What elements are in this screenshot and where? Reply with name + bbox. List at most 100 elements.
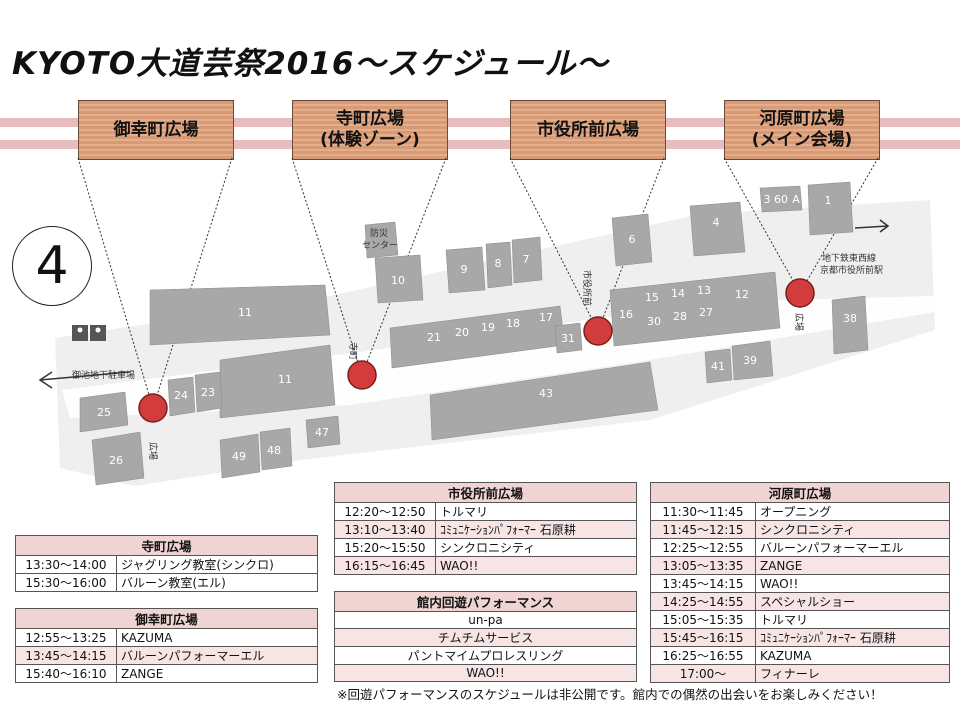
time-cell: 15:05～15:35 <box>650 610 756 629</box>
time-cell: 12:55～13:25 <box>15 628 117 647</box>
north-compass-icon: 4 <box>12 226 92 306</box>
act-cell: ジャグリング教室(シンクロ) <box>116 555 318 574</box>
block-bousai <box>364 221 399 259</box>
table-row: 12:25～12:55 バルーンパフォーマーエル <box>650 538 950 557</box>
time-cell: 16:25～16:55 <box>650 646 756 665</box>
block-number: 47 <box>315 426 329 439</box>
block-number: 21 <box>427 331 441 344</box>
block-number: 39 <box>743 354 757 367</box>
left-arrow-icon <box>39 371 131 381</box>
marker-kawaramachi <box>785 278 815 308</box>
block-numbers: 11 11 25 24 23 26 49 48 47 10 9 8 7 21 2… <box>97 193 857 467</box>
block-number: 26 <box>109 454 123 467</box>
block-number: A <box>792 193 800 206</box>
block-number: 30 <box>647 315 661 328</box>
block-24 <box>167 376 196 417</box>
time-cell: 14:25～14:55 <box>650 592 756 611</box>
block-9 <box>445 246 486 294</box>
table-header: 市役所前広場 <box>334 482 637 503</box>
block-number: 8 <box>495 257 502 270</box>
block-number: 25 <box>97 406 111 419</box>
schedule-table-shiyakusho: 市役所前広場 12:20～12:50 トルマリ 13:10～13:40 ｺﾐｭﾆ… <box>334 482 637 575</box>
bousai-label: 防災 <box>370 227 388 239</box>
block-number: 27 <box>699 306 713 319</box>
performer-cell: WAO!! <box>334 664 637 682</box>
block-number: 4 <box>713 216 720 229</box>
block-number: 14 <box>671 287 685 300</box>
block-number: 31 <box>561 332 575 345</box>
block-number: 24 <box>174 389 188 402</box>
time-cell: 15:40～16:10 <box>15 664 117 683</box>
block-39 <box>731 340 774 381</box>
block-number: 3 <box>764 193 771 206</box>
act-cell: バルーン教室(エル) <box>116 573 318 592</box>
table-header: 御幸町広場 <box>15 608 318 629</box>
venue-label-teramachi: 寺町広場 (体験ゾーン) <box>292 100 448 160</box>
block-number: 28 <box>673 310 687 323</box>
venue-name: 寺町広場 <box>336 109 404 129</box>
act-cell: フィナーレ <box>755 664 950 683</box>
act-cell: シンクロニシティ <box>755 520 950 539</box>
performer-cell: チムチムサービス <box>334 628 637 647</box>
time-cell: 13:45～14:15 <box>650 574 756 593</box>
table-row: 12:55～13:25 KAZUMA <box>15 628 318 647</box>
schedule-table-kawaramachi: 河原町広場 11:30～11:45 オープニング 11:45～12:15 シンク… <box>650 482 950 683</box>
right-arrow-head-icon <box>879 219 890 233</box>
act-cell: ZANGE <box>116 664 318 683</box>
act-cell: トルマリ <box>755 610 950 629</box>
venue-subtitle: (メイン会場) <box>751 130 853 150</box>
table-row: 15:45～16:15 ｺﾐｭﾆｹｰｼｮﾝﾊﾟﾌｫｰﾏｰ 石原耕 <box>650 628 950 647</box>
time-cell: 15:30～16:00 <box>15 573 117 592</box>
venue-label-shiyakusho: 市役所前広場 <box>510 100 666 160</box>
table-row: パントマイムプロレスリング <box>334 646 637 665</box>
table-row: 12:20～12:50 トルマリ <box>334 502 637 521</box>
time-cell: 13:05～13:35 <box>650 556 756 575</box>
block-23 <box>194 371 223 413</box>
block-number: 48 <box>267 444 281 457</box>
act-cell: KAZUMA <box>116 628 318 647</box>
table-row: 13:45～14:15 バルーンパフォーマーエル <box>15 646 318 665</box>
miyuki-side-label: 広場 <box>147 442 159 460</box>
footnote: ※回遊パフォーマンスのスケジュールは非公開です。館内での偶然の出会いをお楽しみく… <box>337 687 883 702</box>
table-header: 河原町広場 <box>650 482 950 503</box>
act-cell: バルーンパフォーマーエル <box>755 538 950 557</box>
venue-markers <box>138 278 815 423</box>
bousai-label: センター <box>362 240 398 251</box>
block-48 <box>259 427 293 471</box>
table-row: 11:30～11:45 オープニング <box>650 502 950 521</box>
table-header: 寺町広場 <box>15 535 318 556</box>
marker-shiyakusho <box>583 316 613 346</box>
time-cell: 15:20～15:50 <box>334 538 436 557</box>
block-number: 43 <box>539 387 553 400</box>
block-38 <box>831 295 869 355</box>
block-number: 9 <box>461 263 468 276</box>
block-31 <box>554 322 583 354</box>
act-cell: オープニング <box>755 502 950 521</box>
venue-label-miyukimachi: 御幸町広場 <box>78 100 234 160</box>
table-row: 11:45～12:15 シンクロニシティ <box>650 520 950 539</box>
tera-side-label: 寺町 <box>347 342 358 360</box>
table-row: 13:45～14:15 WAO!! <box>650 574 950 593</box>
time-cell: 12:25～12:55 <box>650 538 756 557</box>
marker-miyukimachi <box>138 393 168 423</box>
block-number: 49 <box>232 450 246 463</box>
schedule-table-miyukimachi: 御幸町広場 12:55～13:25 KAZUMA 13:45～14:15 バルー… <box>15 608 318 683</box>
map-blocks <box>79 181 869 486</box>
block-number: 19 <box>481 321 495 334</box>
map-labels: 防災 センター 御池地下駐車場 地下鉄東西線 京都市役所前駅 広場 寺町 市役所… <box>72 227 883 460</box>
act-cell: スペシャルショー <box>755 592 950 611</box>
venue-label-kawaramachi: 河原町広場 (メイン会場) <box>724 100 880 160</box>
table-row: 15:30～16:00 バルーン教室(エル) <box>15 573 318 592</box>
block-number: 23 <box>201 386 215 399</box>
block-number: 7 <box>523 253 530 266</box>
act-cell: バルーンパフォーマーエル <box>116 646 318 665</box>
block-49 <box>219 433 261 479</box>
schedule-table-roaming: 館内回遊パフォーマンス un-pa チムチムサービス パントマイムプロレスリング… <box>334 591 637 682</box>
table-row: 13:10～13:40 ｺﾐｭﾆｹｰｼｮﾝﾊﾟﾌｫｰﾏｰ 石原耕 <box>334 520 637 539</box>
marker-teramachi <box>347 360 377 390</box>
block-11-upper <box>149 284 331 346</box>
table-row: WAO!! <box>334 664 637 682</box>
block-number: 38 <box>843 312 857 325</box>
block-3-60-A <box>759 185 803 213</box>
